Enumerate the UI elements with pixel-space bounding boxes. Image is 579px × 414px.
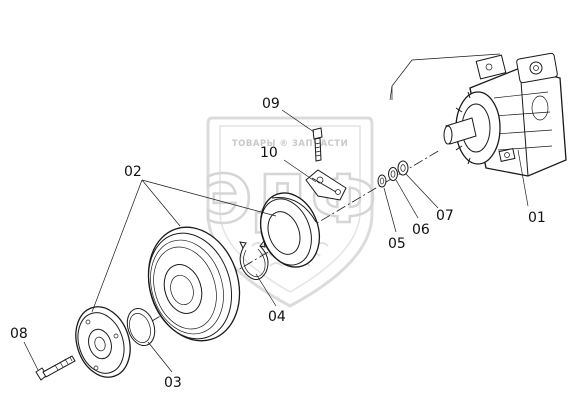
bolt-08-thread (54, 356, 73, 371)
coil-inner (267, 211, 301, 255)
leader-04 (255, 273, 277, 307)
snap-ring-inner (243, 248, 266, 278)
compressor-rear-port (529, 61, 543, 75)
snap-ring-body (239, 245, 269, 280)
leader-02-a (91, 179, 143, 313)
bolt-09-head (312, 127, 323, 140)
leader-10 (283, 159, 317, 183)
callout-labels: 01 02 03 04 05 06 07 08 09 10 (10, 96, 546, 391)
compressor-fins (493, 91, 553, 151)
leader-03 (147, 341, 173, 373)
armature-rivet-3 (93, 365, 99, 371)
bolt-part-08 (35, 355, 76, 381)
armature-rivet-1 (85, 319, 91, 325)
compressor-port-block (475, 54, 507, 80)
armature-hub (88, 328, 112, 360)
bolt-09-shank (314, 137, 322, 162)
bracket-plate (305, 169, 347, 201)
shim-part-05-hole (379, 177, 385, 185)
leader-07 (405, 173, 439, 209)
armature-face (77, 312, 125, 374)
compressor-shaft-end (443, 125, 453, 145)
snap-ring (239, 239, 269, 280)
ring-part-03-inner (129, 313, 151, 343)
leader-08 (23, 341, 39, 371)
watermark-shield-inner (219, 125, 361, 293)
bolt-part-09 (312, 127, 323, 162)
shim-part-06-hole (390, 170, 396, 178)
callout-05: 05 (388, 236, 406, 252)
bracket-hole-2 (335, 189, 341, 195)
bolt-09-thread (314, 142, 322, 157)
bracket-hole (316, 176, 324, 184)
compressor-side-boss (531, 95, 549, 121)
callout-03: 03 (164, 375, 182, 391)
shim-part-06 (388, 167, 398, 181)
compressor-mount-ear (498, 148, 516, 162)
compressor-part-01 (443, 52, 567, 177)
bracket-fold (311, 177, 337, 193)
pulley-part-02 (147, 226, 241, 342)
coil-face (260, 198, 312, 266)
ring-part-03 (126, 307, 156, 347)
armature-rivet-2 (113, 333, 119, 339)
pulley-hub (163, 264, 203, 314)
compressor-mount-hole (504, 152, 510, 158)
callout-07: 07 (436, 208, 454, 224)
compressor-rear-head (516, 52, 558, 84)
snap-ring-ears (239, 239, 266, 250)
leader-01 (517, 149, 529, 207)
watermark-shield (206, 116, 374, 308)
callout-08: 08 (10, 326, 28, 342)
shim-part-07 (397, 160, 409, 176)
watermark-caption: ТОВАРЫ ® ЗАПЧАСТИ (232, 139, 348, 149)
leader-05 (383, 187, 397, 233)
armature-bore (94, 336, 106, 352)
clip-bracket-part-10 (305, 169, 347, 201)
leader-06 (395, 179, 419, 219)
callout-10: 10 (260, 145, 278, 161)
pulley-groove-1 (147, 232, 233, 340)
compressor-rear-port-inner (533, 65, 539, 71)
callout-01: 01 (528, 210, 546, 226)
shim-part-07-hole (400, 164, 406, 172)
bolt-08-shank (42, 355, 76, 378)
coil-edge (271, 197, 317, 223)
pulley-groove-2 (150, 239, 224, 335)
field-coil-part-04 (260, 192, 320, 268)
armature-plate (75, 306, 131, 378)
leader-02-c (141, 179, 277, 217)
callout-02: 02 (124, 164, 142, 180)
shim-part-05 (377, 174, 387, 188)
leader-09 (281, 109, 315, 133)
pulley-groove-3 (153, 246, 217, 330)
leader-lines (23, 53, 529, 373)
compressor-port-hole (485, 63, 493, 71)
callout-06: 06 (412, 222, 430, 238)
leader-02-b (141, 179, 181, 227)
pulley-bore (170, 274, 194, 306)
callout-09: 09 (262, 96, 280, 112)
callout-04: 04 (268, 309, 286, 325)
leader-compressor-bracket (389, 53, 501, 101)
